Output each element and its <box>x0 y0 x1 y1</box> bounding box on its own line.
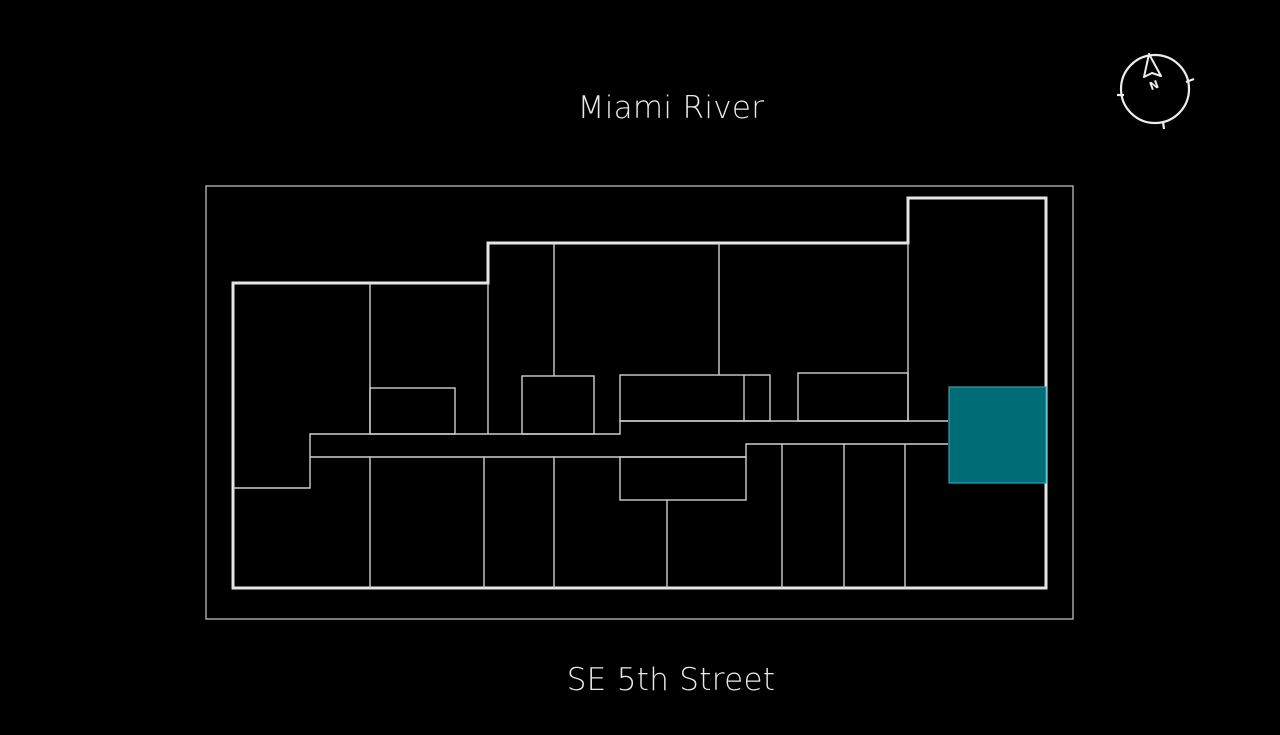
street-label-south: SE 5th Street <box>566 662 776 698</box>
interior-walls <box>233 243 948 588</box>
site-boundary <box>205 185 1074 620</box>
building-outline <box>231 196 1048 590</box>
compass-north-label: N <box>1148 78 1161 93</box>
street-label-north: Miami River <box>577 90 765 126</box>
highlighted-unit[interactable] <box>948 386 1047 484</box>
north-arrow-compass-icon[interactable]: N <box>1114 48 1196 130</box>
